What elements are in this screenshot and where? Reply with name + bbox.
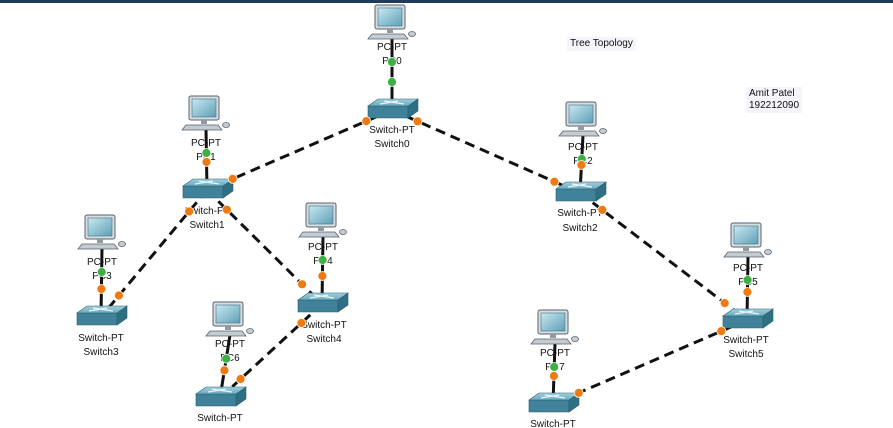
link-light-pc7 — [549, 362, 560, 372]
switch-model-label: Switch-PT — [723, 335, 769, 346]
switch-icon[interactable] — [182, 178, 234, 199]
link-light-sw5 — [719, 298, 730, 309]
switch-model-label: Switch-PT — [184, 206, 230, 217]
link-light-sw7 — [549, 371, 559, 381]
link-light-sw0 — [387, 77, 397, 87]
pc-icon[interactable] — [181, 95, 230, 131]
link-light-pc4 — [317, 255, 328, 265]
link-light-sw6 — [219, 365, 230, 376]
switch-name-label: Switch3 — [83, 347, 118, 358]
pc-model-label: PC-PT — [215, 339, 245, 350]
link-sw0-sw2[interactable] — [391, 108, 581, 195]
pc-model-label: PC-PT — [87, 257, 117, 268]
pc-model-label: PC-PT — [568, 142, 598, 153]
link-light-sw7 — [573, 387, 584, 398]
switch-icon[interactable] — [528, 392, 580, 413]
switch-icon[interactable] — [722, 308, 774, 329]
pc-icon[interactable] — [367, 4, 416, 40]
link-light-sw0 — [412, 116, 423, 127]
pc-model-label: PC-PT — [308, 242, 338, 253]
pc-model-label: PC-PT — [540, 348, 570, 359]
link-light-sw3 — [96, 284, 107, 294]
switch-icon[interactable] — [76, 305, 128, 326]
topology-title-note[interactable]: Tree Topology — [567, 37, 636, 51]
link-sw4-sw6[interactable] — [218, 302, 324, 400]
switch-model-label: Switch-PT — [78, 333, 124, 344]
pc-icon[interactable] — [298, 202, 347, 238]
pc-model-label: PC-PT — [377, 42, 407, 53]
switch-model-label: Switch-PT — [301, 320, 347, 331]
pc-model-label: PC-PT — [191, 138, 221, 149]
devices-layer — [76, 4, 774, 413]
link-light-sw4 — [297, 279, 308, 290]
pc-icon[interactable] — [723, 222, 772, 258]
link-light-sw2 — [597, 204, 608, 215]
window-top-border — [0, 0, 893, 3]
link-light-pc0 — [387, 57, 397, 67]
link-light-sw6 — [235, 374, 246, 384]
link-pc3-sw3[interactable] — [99, 247, 104, 318]
pc-model-label: PC-PT — [733, 263, 763, 274]
link-light-sw4 — [317, 271, 328, 281]
link-light-sw2 — [576, 160, 587, 170]
switch-name-label: Switch5 — [728, 349, 763, 360]
switch-icon[interactable] — [367, 98, 419, 119]
switch-name-label: Switch1 — [189, 220, 224, 231]
link-light-sw5 — [716, 326, 727, 337]
link-light-sw1 — [184, 206, 195, 217]
switch-icon[interactable] — [555, 181, 607, 202]
link-light-sw1 — [221, 204, 232, 215]
link-light-pc6 — [221, 353, 232, 364]
link-light-pc3 — [96, 267, 107, 277]
link-lights-layer — [96, 57, 753, 398]
pc-icon[interactable] — [205, 301, 254, 337]
switch-model-label: Switch-PT — [369, 125, 415, 136]
link-light-pc5 — [742, 275, 753, 285]
link-sw0-sw1[interactable] — [206, 108, 393, 192]
link-light-sw2 — [549, 176, 560, 187]
author-note[interactable]: Amit Patel 192212090 — [746, 87, 803, 113]
link-light-sw3 — [114, 290, 124, 301]
link-sw2-sw5[interactable] — [579, 191, 748, 322]
link-sw5-sw7[interactable] — [552, 318, 748, 406]
labels-layer: PC-PTPC0Switch-PTSwitch0PC-PTPC1Switch-P… — [78, 42, 769, 428]
switch-icon[interactable] — [195, 386, 247, 407]
link-light-sw0 — [361, 116, 372, 126]
link-light-sw5 — [742, 287, 753, 297]
switch-icon[interactable] — [297, 292, 349, 313]
switch-model-label: Switch-PT — [530, 419, 576, 428]
link-light-sw4 — [296, 318, 307, 328]
pc-icon[interactable] — [558, 101, 607, 137]
switch-model-label: Switch-PT — [197, 413, 243, 424]
switch-name-label: Switch2 — [562, 223, 597, 234]
author-id: 192212090 — [749, 100, 800, 111]
link-light-sw1 — [227, 173, 238, 184]
switch-name-label: Switch0 — [374, 139, 409, 150]
pc-icon[interactable] — [77, 214, 126, 250]
link-light-sw1 — [201, 157, 212, 167]
author-name: Amit Patel — [749, 88, 795, 99]
link-light-pc1 — [201, 148, 212, 158]
switch-name-label: Switch4 — [306, 334, 341, 345]
switch-model-label: Switch-PT — [557, 208, 603, 219]
link-pc4-sw4[interactable] — [320, 235, 325, 305]
pc-icon[interactable] — [530, 309, 579, 345]
